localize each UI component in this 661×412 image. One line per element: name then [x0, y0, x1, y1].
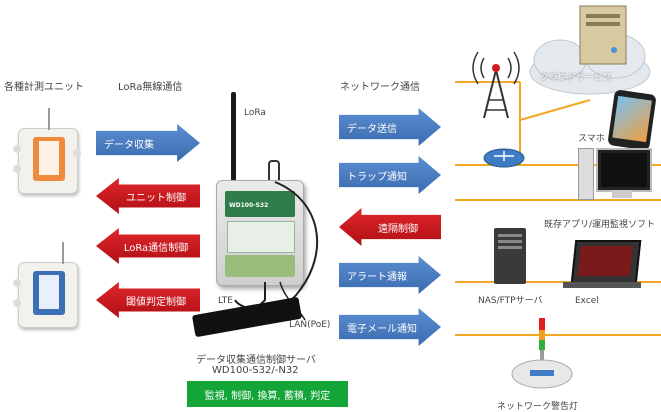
- unit-1-antenna: [48, 108, 50, 130]
- cloud-label: クラウドサービス: [540, 73, 613, 83]
- header-measurement-units: 各種計測ユニット: [4, 82, 84, 93]
- lora-antenna-label: LoRa: [244, 108, 266, 118]
- arrow-label-email-notify: 電子メール通知: [347, 323, 417, 335]
- arrow-label-remote-control: 遠隔制御: [378, 223, 418, 235]
- excel-label: Excel: [575, 296, 599, 306]
- arrow-label-trap-notify: トラップ通知: [347, 171, 407, 183]
- device-caption: データ収集通信制御サーバ: [196, 355, 316, 366]
- measurement-unit-2: [13, 262, 78, 328]
- measurement-unit-1: [13, 128, 81, 194]
- monitor-software-label: 既存アプリ/運用監視ソフト: [544, 220, 656, 230]
- unit-2-antenna: [62, 242, 64, 264]
- pc-tower-icon: [578, 148, 594, 200]
- nas-label: NAS/FTPサーバ: [478, 296, 543, 306]
- pc-monitor-icon: [596, 148, 652, 192]
- phone-label: スマホ: [578, 134, 605, 144]
- wd100-device: WD100-S32: [216, 180, 304, 286]
- functions-banner: 監視, 制御, 換算, 蓄積, 判定: [187, 381, 348, 407]
- header-network: ネットワーク通信: [340, 82, 420, 93]
- lte-label: LTE: [218, 296, 233, 306]
- arrow-label-data-collection: データ収集: [104, 139, 154, 151]
- arrow-label-threshold-control: 閾値判定制御: [126, 296, 186, 308]
- arrow-label-lora-control: LoRa通信制御: [123, 242, 189, 254]
- arrow-label-unit-control: ユニット制御: [126, 192, 186, 204]
- lora-antenna: [231, 92, 236, 184]
- header-lora-wireless: LoRa無線通信: [118, 82, 183, 93]
- arrow-label-data-send: データ送信: [347, 123, 397, 135]
- nas-server-icon: [494, 228, 526, 284]
- arrow-label-alert-report: アラート通報: [347, 271, 407, 283]
- device-model: WD100-S32: [229, 202, 269, 209]
- lan-poe-label: LAN(PoE): [289, 320, 331, 330]
- device-label-panel: WD100-S32: [225, 191, 295, 217]
- warning-lamp-label: ネットワーク警告灯: [497, 402, 579, 412]
- device-lower-panel: [225, 255, 295, 277]
- device-model-caption: WD100-S32/-N32: [212, 365, 299, 376]
- device-window: [227, 221, 295, 253]
